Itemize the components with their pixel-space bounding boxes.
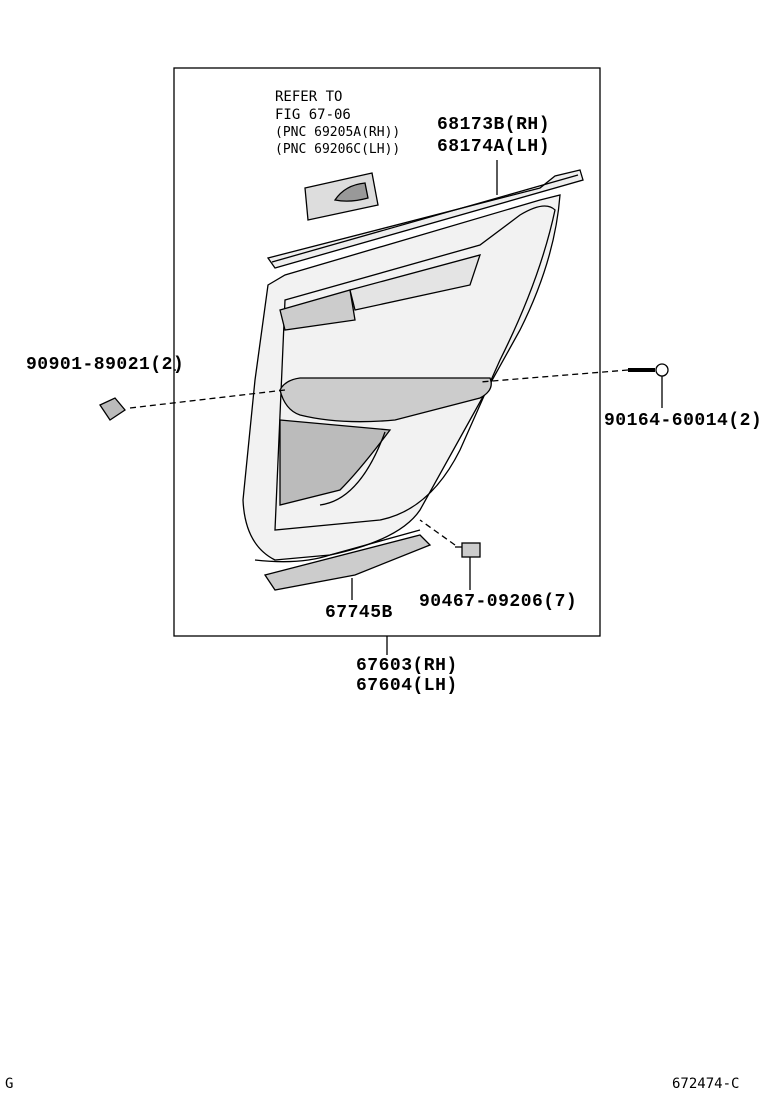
refer-note-line3: (PNC 69205A(RH)) [275, 125, 401, 140]
refer-note-line2: FIG 67-06 [275, 107, 351, 123]
part-label-90467[interactable]: 90467-09206(7) [419, 592, 578, 612]
part-label-90901[interactable]: 90901-89021(2) [26, 355, 185, 375]
lower-trim-strip [263, 534, 432, 591]
part-label-68173b[interactable]: 68173B(RH) [437, 115, 551, 135]
part-label-67745b[interactable]: 67745B [325, 603, 393, 623]
part-label-67603[interactable]: 67603(RH) [356, 656, 458, 676]
part-label-68174a[interactable]: 68174A(LH) [437, 137, 551, 157]
refer-note-line4: (PNC 69206C(LH)) [275, 142, 401, 157]
refer-note-line1: REFER TO [275, 89, 343, 105]
armrest [279, 377, 492, 423]
footer-code: G [5, 1076, 14, 1092]
clip-bottom-part [455, 542, 481, 558]
door-pocket [279, 419, 392, 506]
part-label-90164[interactable]: 90164-60014(2) [604, 411, 760, 431]
screw-right-part [628, 363, 669, 377]
part-label-67604[interactable]: 67604(LH) [356, 676, 458, 696]
clip-left-part [99, 397, 126, 421]
figure-id: 672474-C [672, 1076, 740, 1092]
